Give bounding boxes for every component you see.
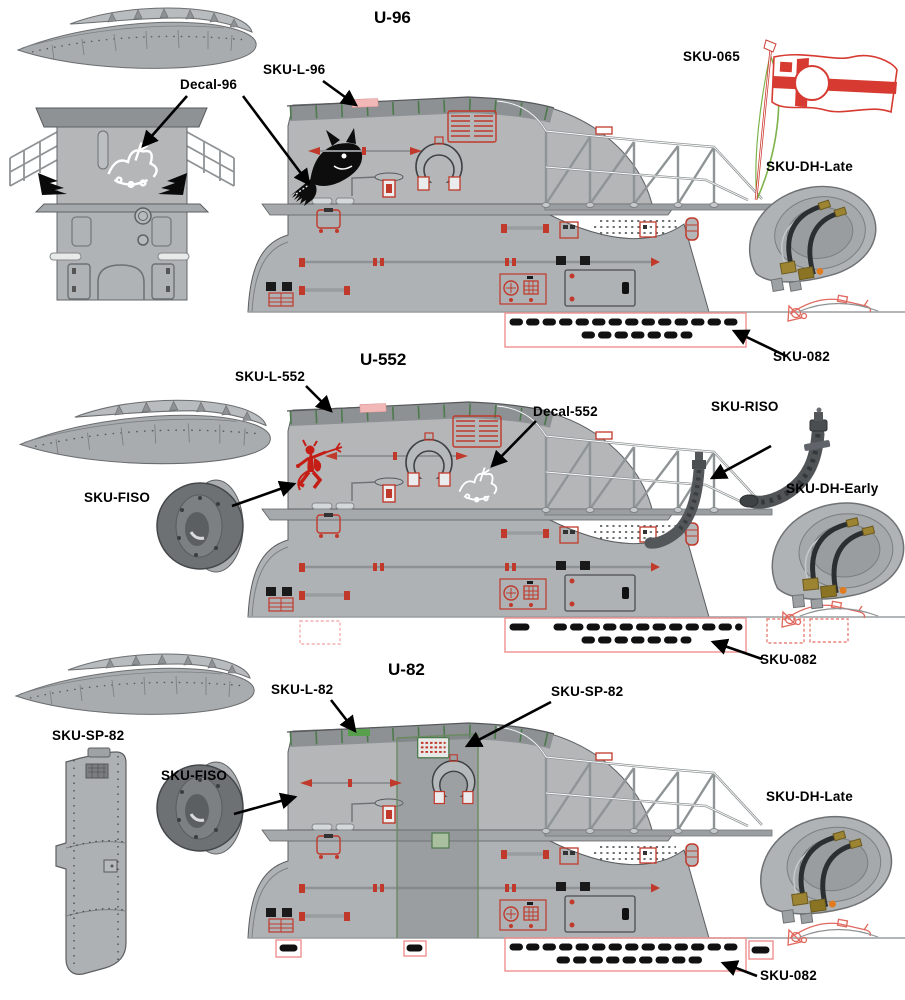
label-sku-l-82: SKU-L-82 (271, 682, 334, 697)
label-sku-dh-early: SKU-DH-Early (786, 481, 879, 496)
label-sku-riso: SKU-RISO (711, 399, 779, 414)
flag-sku-065 (754, 39, 898, 201)
label-sku-065: SKU-065 (683, 49, 740, 64)
u82-hatch-part (753, 809, 899, 928)
callout-arrows (141, 79, 787, 978)
label-sku-082-u96: SKU-082 (773, 349, 830, 364)
u82-side-tower (248, 723, 905, 972)
u82-sp-panel (55, 747, 127, 975)
label-sku-l-96: SKU-L-96 (263, 62, 326, 77)
u552-hatch-part (766, 497, 905, 612)
u96-side-tower (248, 97, 905, 348)
label-decal-96: Decal-96 (180, 77, 238, 92)
label-sku-l-552: SKU-L-552 (235, 369, 306, 384)
u552-side-tower (248, 402, 905, 653)
section-title-u82: U-82 (388, 660, 425, 679)
red-devil-decal (296, 439, 343, 491)
label-sku-082-u552: SKU-082 (760, 652, 817, 667)
label-sku-sp-82-left: SKU-SP-82 (52, 728, 125, 743)
label-sku-dh-late-u82: SKU-DH-Late (766, 789, 853, 804)
u552-deflector-ring (19, 399, 272, 465)
label-sku-dh-late-u96: SKU-DH-Late (766, 159, 853, 174)
label-decal-552: Decal-552 (533, 404, 598, 419)
label-sku-fiso-u82: SKU-FISO (161, 768, 228, 783)
u552-fiso-part (155, 478, 245, 574)
u96-deflector-ring (17, 7, 257, 70)
section-title-u96: U-96 (374, 8, 411, 27)
u96-front-view-tower (9, 107, 235, 301)
label-sku-fiso-u552: SKU-FISO (84, 490, 151, 505)
flood-hole-strip-u552 (504, 617, 747, 653)
section-title-u552: U-552 (360, 350, 407, 369)
label-sku-sp-82-top: SKU-SP-82 (551, 684, 624, 699)
u82-deflector-ring (15, 653, 255, 716)
label-sku-082-u82: SKU-082 (760, 968, 817, 983)
flood-hole-strip-u82 (504, 937, 774, 972)
u96-hatch-part (740, 177, 884, 297)
flood-hole-strip-u96 (504, 312, 747, 348)
